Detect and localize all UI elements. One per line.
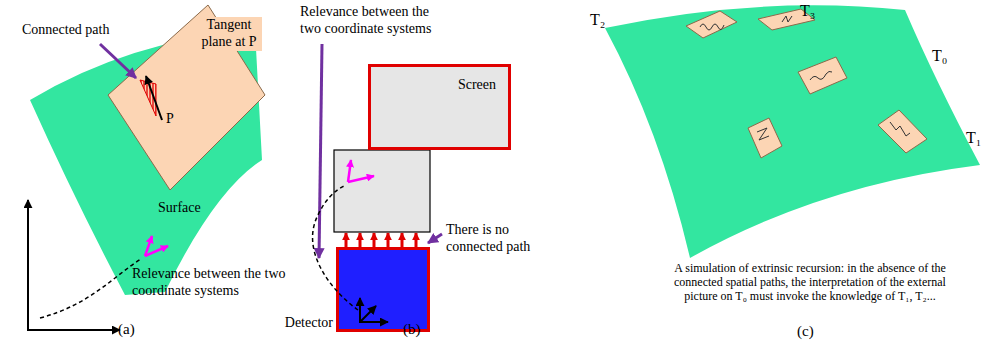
detector-box: Detector — [336, 247, 430, 332]
surface — [605, 5, 980, 258]
patch-tile — [748, 118, 782, 158]
patch-tile — [686, 11, 737, 38]
callout-arrow — [319, 44, 322, 258]
no-path-arrow — [373, 233, 376, 247]
local-axis — [348, 160, 351, 182]
annotation: Tangent plane at P — [196, 17, 262, 51]
panel-caption: A simulation of extrinsic recursion: in … — [660, 262, 960, 303]
no-path-arrow — [387, 233, 390, 247]
picture-squiggle — [757, 128, 769, 140]
callout-arrow — [428, 234, 442, 243]
no-path-arrow — [415, 233, 418, 247]
intermediate-box — [334, 150, 430, 232]
annotation: P — [166, 111, 174, 128]
relevance-curve — [40, 259, 141, 318]
node-label: Detector — [285, 315, 333, 332]
panel-label: (c) — [797, 322, 814, 340]
tangent-plane — [108, 5, 265, 190]
no-path-arrows — [346, 233, 416, 247]
patch-label: T₁ — [966, 128, 981, 147]
local-axis — [145, 246, 168, 256]
tangent-vector — [146, 76, 162, 120]
patch-label: T₂ — [590, 10, 605, 29]
panel-label: (a) — [118, 320, 135, 338]
no-path-arrow — [401, 233, 404, 247]
annotation: There is no connected path — [446, 222, 556, 256]
picture-squiggle — [782, 16, 792, 22]
patch-pictures — [700, 16, 910, 140]
hatch-line — [143, 76, 144, 120]
annotation: Surface — [158, 200, 201, 217]
no-path-arrow — [345, 233, 348, 247]
panel-label: (b) — [403, 320, 421, 338]
screen-box: Screen — [368, 64, 511, 150]
patch-tiles — [686, 9, 927, 158]
picture-squiggle — [810, 71, 832, 80]
callout-arrow — [100, 44, 136, 78]
annotation: Relevance between the two coordinate sys… — [132, 266, 294, 300]
picture-squiggle — [890, 122, 910, 136]
patch-label: T₃ — [800, 1, 815, 20]
patch-tile — [798, 57, 847, 94]
patch-label: T₀ — [932, 46, 947, 65]
patch-tile — [878, 110, 927, 153]
no-path-arrow — [359, 233, 362, 247]
picture-squiggle — [700, 24, 724, 30]
axis-y — [27, 200, 29, 331]
annotation: Relevance between the two coordinate sys… — [300, 4, 450, 38]
annotation: Connected path — [22, 22, 142, 39]
axis-x — [27, 329, 120, 331]
hatch-line — [137, 76, 138, 120]
local-axis — [348, 176, 374, 182]
node-label: Screen — [458, 77, 496, 94]
